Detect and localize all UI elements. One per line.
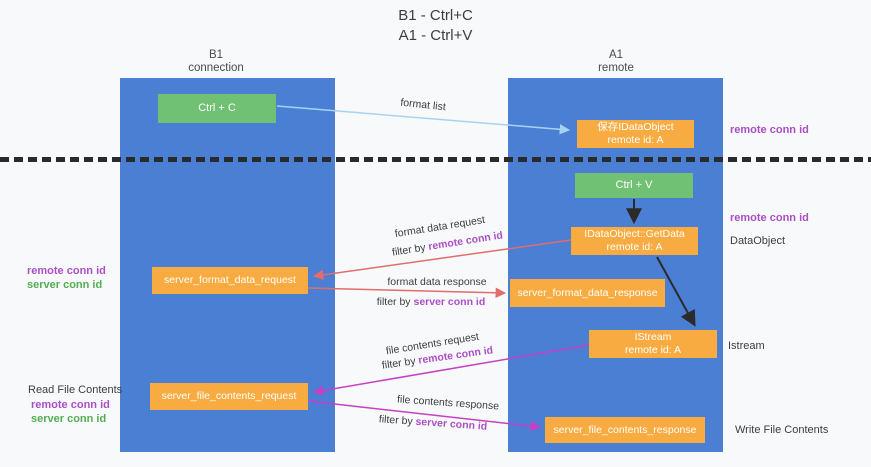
lane-b1-title: B1: [208, 49, 224, 61]
server-file-contents-request-label: server_file_contents_request: [161, 390, 297, 402]
filter-by-text: filter by: [378, 413, 416, 428]
format-data-response-filter-label: filter by server conn id: [375, 296, 487, 309]
dataobject-annotation: DataObject: [730, 235, 786, 247]
server-format-data-request-box: server_format_data_request: [152, 267, 308, 294]
conn-id-annotation-left-bottom: remote conn id server conn id: [31, 398, 110, 426]
format-data-response-arrow: [307, 287, 507, 299]
server-format-data-response-box: server_format_data_response: [510, 279, 665, 307]
remote-conn-id-annotation-mid-right: remote conn id: [730, 212, 809, 224]
filter-by-text: filter by: [376, 296, 414, 308]
ctrl-v-box: Ctrl + V: [575, 173, 693, 198]
getdata-to-istream-arrow: [656, 256, 696, 327]
server-format-data-response-label: server_format_data_response: [517, 286, 658, 299]
istream-annotation: Istream: [728, 340, 765, 352]
server-file-contents-request-box: server_file_contents_request: [150, 383, 308, 410]
session-divider-dashed-line: [0, 157, 871, 162]
conn-id-annotation-left-top: remote conn id server conn id: [27, 264, 106, 292]
lane-b1-subtitle: connection: [188, 62, 244, 74]
server-file-contents-response-box: server_file_contents_response: [545, 417, 705, 443]
format-data-response-label: format data response: [387, 276, 487, 288]
file-contents-response-arrow: [307, 400, 542, 432]
istream-line1: IStream: [634, 331, 672, 343]
ctrl-v-label: Ctrl + V: [615, 179, 653, 191]
format-data-request-arrow: [312, 239, 572, 281]
lane-a1-subtitle: remote: [598, 62, 634, 74]
lane-a1-title: A1: [608, 49, 624, 61]
read-file-contents-annotation: Read File Contents: [28, 384, 123, 396]
remote-conn-id-annotation: remote conn id: [27, 265, 106, 277]
title-line-1: B1 - Ctrl+C: [398, 7, 473, 24]
istream-box: IStream remote id: A: [589, 330, 717, 358]
server-conn-id-key: server conn id: [413, 296, 486, 308]
server-conn-id-annotation: server conn id: [27, 279, 103, 291]
getdata-line1: IDataObject::GetData: [584, 228, 685, 240]
server-file-contents-response-label: server_file_contents_response: [553, 423, 697, 436]
ctrl-c-label: Ctrl + C: [198, 102, 236, 114]
title-line-2: A1 - Ctrl+V: [398, 27, 473, 44]
getdata-line2: remote id: A: [606, 241, 663, 253]
lane-a1-header: A1 remote: [508, 49, 724, 75]
getdata-box: IDataObject::GetData remote id: A: [571, 227, 698, 255]
diagram-title: B1 - Ctrl+C A1 - Ctrl+V: [0, 6, 871, 46]
istream-line2: remote id: A: [624, 344, 682, 356]
remote-conn-id-annotation-top-right: remote conn id: [730, 124, 809, 136]
server-format-data-request-label: server_format_data_request: [164, 274, 296, 286]
server-conn-id-annotation: server conn id: [31, 413, 107, 425]
save-dataobject-line2: remote id: A: [607, 134, 664, 146]
save-dataobject-line1: 保存IDataObject: [597, 121, 674, 133]
file-contents-request-arrow: [312, 344, 590, 396]
ctrl-c-box: Ctrl + C: [158, 94, 276, 123]
format-list-arrow: [276, 105, 571, 135]
save-dataobject-box: 保存IDataObject remote id: A: [577, 120, 694, 148]
remote-conn-id-annotation: remote conn id: [31, 399, 110, 411]
write-file-contents-annotation: Write File Contents: [735, 424, 829, 436]
lane-b1-header: B1 connection: [108, 49, 324, 75]
